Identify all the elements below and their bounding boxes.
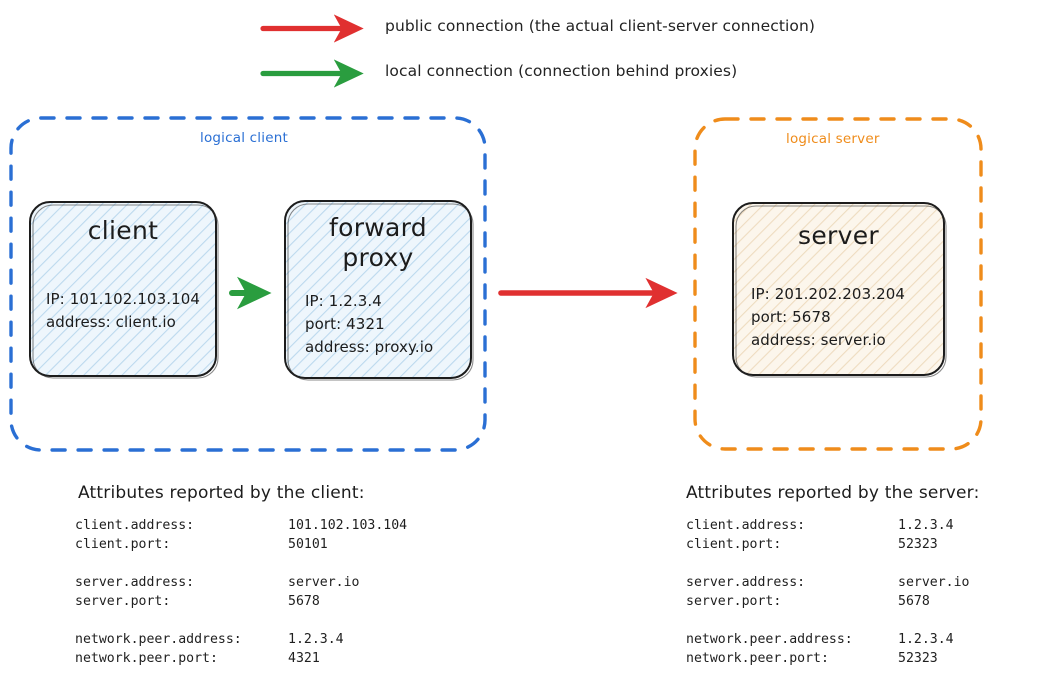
server-attributes-heading: Attributes reported by the server: xyxy=(686,483,980,503)
attribute-value: 52323 xyxy=(898,651,938,666)
attribute-key: network.peer.address: xyxy=(75,632,242,647)
node-detail-line: IP: 201.202.203.204 xyxy=(751,285,906,303)
attribute-row: server.address: server.io xyxy=(75,573,407,592)
forward-proxy-node-shape-sketch xyxy=(287,203,474,381)
node-detail-line: address: server.io xyxy=(751,330,886,349)
attribute-row: network.peer.address: 1.2.3.4 xyxy=(75,630,407,649)
attribute-row: server.address: server.io xyxy=(686,573,969,592)
node-title-line: proxy xyxy=(342,242,414,272)
server-node-shape xyxy=(732,202,945,376)
attribute-key: server.port: xyxy=(75,594,171,609)
node-detail-line: port: 5678 xyxy=(751,307,831,326)
attribute-row: server.port: 5678 xyxy=(686,592,969,611)
node-detail-line: address: proxy.io xyxy=(305,337,434,356)
legend-local-connection-label: local connection (connection behind prox… xyxy=(385,62,738,80)
client-node[interactable]: client IP: 101.102.103.104 address: clien… xyxy=(30,202,216,376)
server-node-shape-sketch xyxy=(735,205,947,378)
attribute-key: client.port: xyxy=(686,537,782,552)
attribute-key: network.peer.port: xyxy=(75,651,218,666)
logical-server-label: logical server xyxy=(786,131,880,147)
attribute-value: 1.2.3.4 xyxy=(898,632,954,647)
attribute-value: 1.2.3.4 xyxy=(898,518,954,533)
attribute-key: server.address: xyxy=(75,575,195,590)
attribute-row: network.peer.port: 52323 xyxy=(686,649,969,668)
attribute-value: server.io xyxy=(288,575,360,590)
logical-server-container xyxy=(693,117,983,451)
legend-public-connection-label: public connection (the actual client-ser… xyxy=(385,17,816,35)
forward-proxy-node-shape xyxy=(284,200,472,379)
server-node-title: server xyxy=(798,221,879,250)
attribute-row: client.port: 52323 xyxy=(686,535,969,554)
server-node[interactable]: server IP: 201.202.203.204 port: 5678 addr… xyxy=(733,203,944,375)
attribute-row: server.port: 5678 xyxy=(75,592,407,611)
client-node-title: client xyxy=(87,216,159,245)
attribute-value: 1.2.3.4 xyxy=(288,632,344,647)
attribute-key: network.peer.port: xyxy=(686,651,829,666)
logical-client-container xyxy=(9,116,487,452)
attribute-key: client.address: xyxy=(686,518,806,533)
attribute-key: server.address: xyxy=(686,575,806,590)
node-detail-line: port: 4321 xyxy=(305,314,385,333)
client-node-shape-sketch xyxy=(32,204,219,379)
attribute-value: 5678 xyxy=(288,594,320,609)
client-attributes-table: client.address: 101.102.103.104 client.por… xyxy=(75,516,407,668)
client-node-details: IP: 101.102.103.104 address: client.io xyxy=(46,288,200,334)
attribute-group: client.address: 1.2.3.4 client.port: 52323 xyxy=(686,516,969,554)
attribute-row: network.peer.address: 1.2.3.4 xyxy=(686,630,969,649)
logical-client-label: logical client xyxy=(200,130,288,146)
attribute-group: server.address: server.io server.port: 5678 xyxy=(75,573,407,611)
client-attributes-heading: Attributes reported by the client: xyxy=(78,483,365,503)
client-node-shape xyxy=(29,201,217,377)
server-node-details: IP: 201.202.203.204 port: 5678 address: se… xyxy=(751,283,905,351)
attribute-key: server.port: xyxy=(686,594,782,609)
attribute-row: network.peer.port: 4321 xyxy=(75,649,407,668)
attribute-value: server.io xyxy=(898,575,970,590)
node-detail-line: address: client.io xyxy=(46,312,176,331)
attribute-row: client.address: 101.102.103.104 xyxy=(75,516,407,535)
attribute-key: client.address: xyxy=(75,518,195,533)
attribute-value: 52323 xyxy=(898,537,938,552)
attribute-row: client.address: 1.2.3.4 xyxy=(686,516,969,535)
attribute-key: client.port: xyxy=(75,537,171,552)
server-attributes-table: client.address: 1.2.3.4 client.port: 52323 s… xyxy=(686,516,969,668)
node-detail-line: IP: 1.2.3.4 xyxy=(305,292,382,310)
attribute-value: 101.102.103.104 xyxy=(288,518,408,533)
attribute-value: 50101 xyxy=(288,537,328,552)
attribute-group: server.address: server.io server.port: 5678 xyxy=(686,573,969,611)
attribute-key: network.peer.address: xyxy=(686,632,853,647)
forward-proxy-node-details: IP: 1.2.3.4 port: 4321 address: proxy.io xyxy=(305,290,433,358)
attribute-value: 5678 xyxy=(898,594,930,609)
node-detail-line: IP: 101.102.103.104 xyxy=(46,290,201,308)
node-title-line: forward xyxy=(329,213,427,242)
attribute-value: 4321 xyxy=(288,651,320,666)
attribute-group: client.address: 101.102.103.104 client.por… xyxy=(75,516,407,554)
attribute-row: client.port: 50101 xyxy=(75,535,407,554)
